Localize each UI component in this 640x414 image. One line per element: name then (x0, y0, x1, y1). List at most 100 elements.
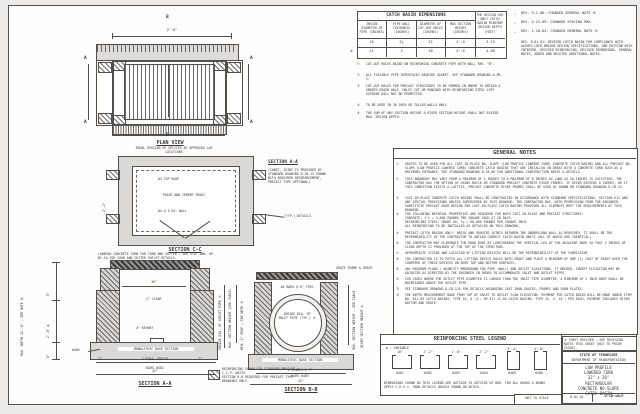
dim-line (256, 373, 346, 374)
general-note-text: THE CONTRACTOR IS TO PATCH ALL LIFTING D… (405, 257, 628, 266)
general-note-num: ⑦ (396, 251, 399, 255)
general-note-num: ⑧ (396, 257, 399, 261)
plan-gutter-line (112, 135, 225, 136)
secc-splice-annotation: EQUAL SPACING OF SPLICES BY APPROVED LAP… (135, 146, 213, 155)
plan-curb-hatch (97, 45, 236, 52)
secc-inner-opening (132, 166, 240, 236)
secbb-bars-label: BARS #405 (291, 374, 309, 378)
table-note-num: ④ (357, 103, 360, 107)
general-note-num: ⑤ (396, 231, 399, 235)
secc-wall-bar-annotation: #4 @ 9 EA. WALL (158, 209, 187, 213)
secaa-curb-block-left (100, 268, 120, 292)
plan-top-dimension: 2'-8" (166, 28, 178, 32)
secbb-total-dim: 42" (298, 379, 304, 383)
dim-tick (231, 33, 232, 39)
secbb-spaces-dim: 4 SPACES @ 7" (287, 368, 313, 372)
general-note-num: ② (396, 177, 399, 181)
table-note-text: THE SUM OF ANY SECTION HEIGHT & RISER SE… (366, 111, 499, 120)
secbb-pipe-inner (274, 299, 322, 347)
plan-gutter-band (112, 124, 227, 135)
plan-section-marker-a: A (84, 56, 87, 61)
table-cell: 4'-0 (456, 40, 465, 44)
table-rule (562, 393, 635, 394)
general-note-text: FOR CASES WHERE THE OUTLET PIPE DIAMETER… (405, 277, 624, 286)
legend-bar-label: #406 (535, 371, 543, 375)
dimensions-table-title: CATCH BASIN DIMENSIONS (386, 13, 446, 18)
dim-chain (224, 285, 225, 348)
table-cell: 30 (428, 49, 433, 53)
general-note-num: ③ (396, 196, 399, 200)
revision-entry: REV. 4-13-05: CHANGED SPACING MAX. (521, 20, 593, 24)
general-note-text: THIS BOUNDARY MAY VARY FROM A MINIMUM OF… (405, 177, 628, 190)
plan-grate (124, 64, 215, 120)
title-block (562, 351, 637, 404)
secc-side-tab (252, 170, 266, 180)
plan-wing-left (96, 60, 114, 126)
table-cell: 4'-6 (456, 49, 465, 53)
table-rule (475, 11, 476, 57)
table-col1-header: INSIDE DIAMETER OF PIPE (INCHES) (359, 22, 385, 35)
secbb-grate-annotation: GRATE FRAME & GRATE (336, 266, 373, 270)
hatch-legend-text: REINFORCING SHOWN FOR STANDARD PRECAST /… (222, 367, 299, 384)
plan-section-marker-b-top: B (166, 15, 169, 20)
revision-marker: ▵ (514, 21, 516, 25)
legend-bar-label: #404 (480, 371, 488, 375)
mid-rotated-label-drop: MIN. 2" DROP — SEE NOTE ⑩ (240, 301, 244, 350)
mid-rotated-label-outlet: INSIDE DIA. OF OUTLET PIPE ⑤ (218, 295, 222, 350)
secaa-dim-7-right: 7" (198, 357, 202, 361)
table-rule (393, 158, 636, 159)
revision-marker: ▵ (514, 30, 516, 34)
reinforcing-legend-title: REINFORCING STEEL LEGEND (433, 336, 507, 342)
legend-bar-label: #402 (424, 371, 432, 375)
table-note-text: CUT-OUT HOLES FOR PRECAST STRUCTURES TO … (366, 84, 501, 97)
secaa-dim-28: 2'-8" ✱ (46, 324, 50, 338)
agency-department: DEPARTMENT OF TRANSPORTATION (571, 358, 626, 362)
table-rule (380, 344, 560, 345)
drawing-date: 8-01-01 (570, 395, 584, 399)
plan-corner-hatch (227, 113, 241, 124)
secaa-bar-ref: #405 (72, 348, 80, 352)
secaa-dim-equal-spaces: 4 EQUAL SPACES (141, 357, 169, 361)
rebar-shape-u (392, 355, 412, 369)
general-note-num: ⑫ (396, 293, 400, 297)
table-col3-header: DIAMETER OF CUT-OUT HOLES (INCHES) (418, 22, 443, 35)
general-note-num: ⑩ (396, 277, 399, 281)
mid-rotated-label-maxht: MAX. SECTION HEIGHT (SEE TABLE) (228, 288, 232, 349)
general-note-num: ⑥ (396, 241, 399, 245)
drawing-number: D-CB-10LP (604, 394, 624, 398)
general-note-num: ⑨ (396, 267, 399, 271)
table-cell: 18 (369, 40, 374, 44)
dim-chain (236, 285, 237, 343)
legend-bar-label: #405 (508, 371, 516, 375)
revision-entry: REV. 9-1-06: CHANGED GENERAL NOTE ⑨ (521, 11, 596, 15)
dim-line (112, 36, 232, 37)
legend-bar-dim: 1'-8" (451, 350, 461, 354)
legend-bar-label: #401 (396, 371, 404, 375)
agency-name: STATE OF TENNESSEE (579, 353, 618, 357)
table-rule (357, 47, 505, 48)
general-note-text: GRATES TO BE USED FOR ALL CAST-IN-PLACE … (405, 162, 632, 175)
rebar-shape-u (420, 355, 440, 369)
secc-side-tab (252, 214, 266, 224)
general-note-text: ANY MINIMUM PLANS / QUANTITY BREAKDOWN F… (405, 267, 620, 276)
secc-note-heading: SECTION A-A (268, 160, 298, 165)
table-note-num: ① (357, 62, 360, 66)
general-note-text: THE DEPTH MEASUREMENT MADE FROM TOP OF G… (405, 293, 632, 306)
secc-hoop-annotation: #4 TOP HOOP (158, 177, 180, 181)
title-block-rev-note-box (562, 336, 637, 351)
secbb-wall-left (254, 282, 272, 356)
dim-tick (112, 33, 113, 39)
secaa-bars-label: BARS #402 (146, 366, 164, 370)
secbb-wall-right (320, 282, 338, 356)
general-note-text: CAST-IN-PLACE CONCRETE CATCH BASINS SHAL… (405, 196, 628, 213)
legend-bar-dim: 2'-2" (479, 350, 489, 354)
table-cell: 2¼ (399, 40, 404, 44)
secaa-rotated-depth-label: MAX. DEPTH 12'-0" — SEE NOTE ⑫ (20, 297, 24, 356)
secaa-dim-8: 8" (46, 354, 50, 358)
plan-section-marker-b-bottom: B (166, 133, 169, 138)
legend-bar-dim: 4'-0" (534, 347, 544, 351)
scale-note-box (514, 394, 562, 405)
table-note-text: CUT-OUT HOLES BASED ON REINFORCED CONCRE… (366, 62, 495, 66)
secbb-rotated-maxht: MAX. SECTION HEIGHT — SEE TABLE (352, 290, 356, 351)
general-note-text: THE CONTRACTOR MAY ELIMINATE THE HOOK BA… (405, 241, 626, 250)
